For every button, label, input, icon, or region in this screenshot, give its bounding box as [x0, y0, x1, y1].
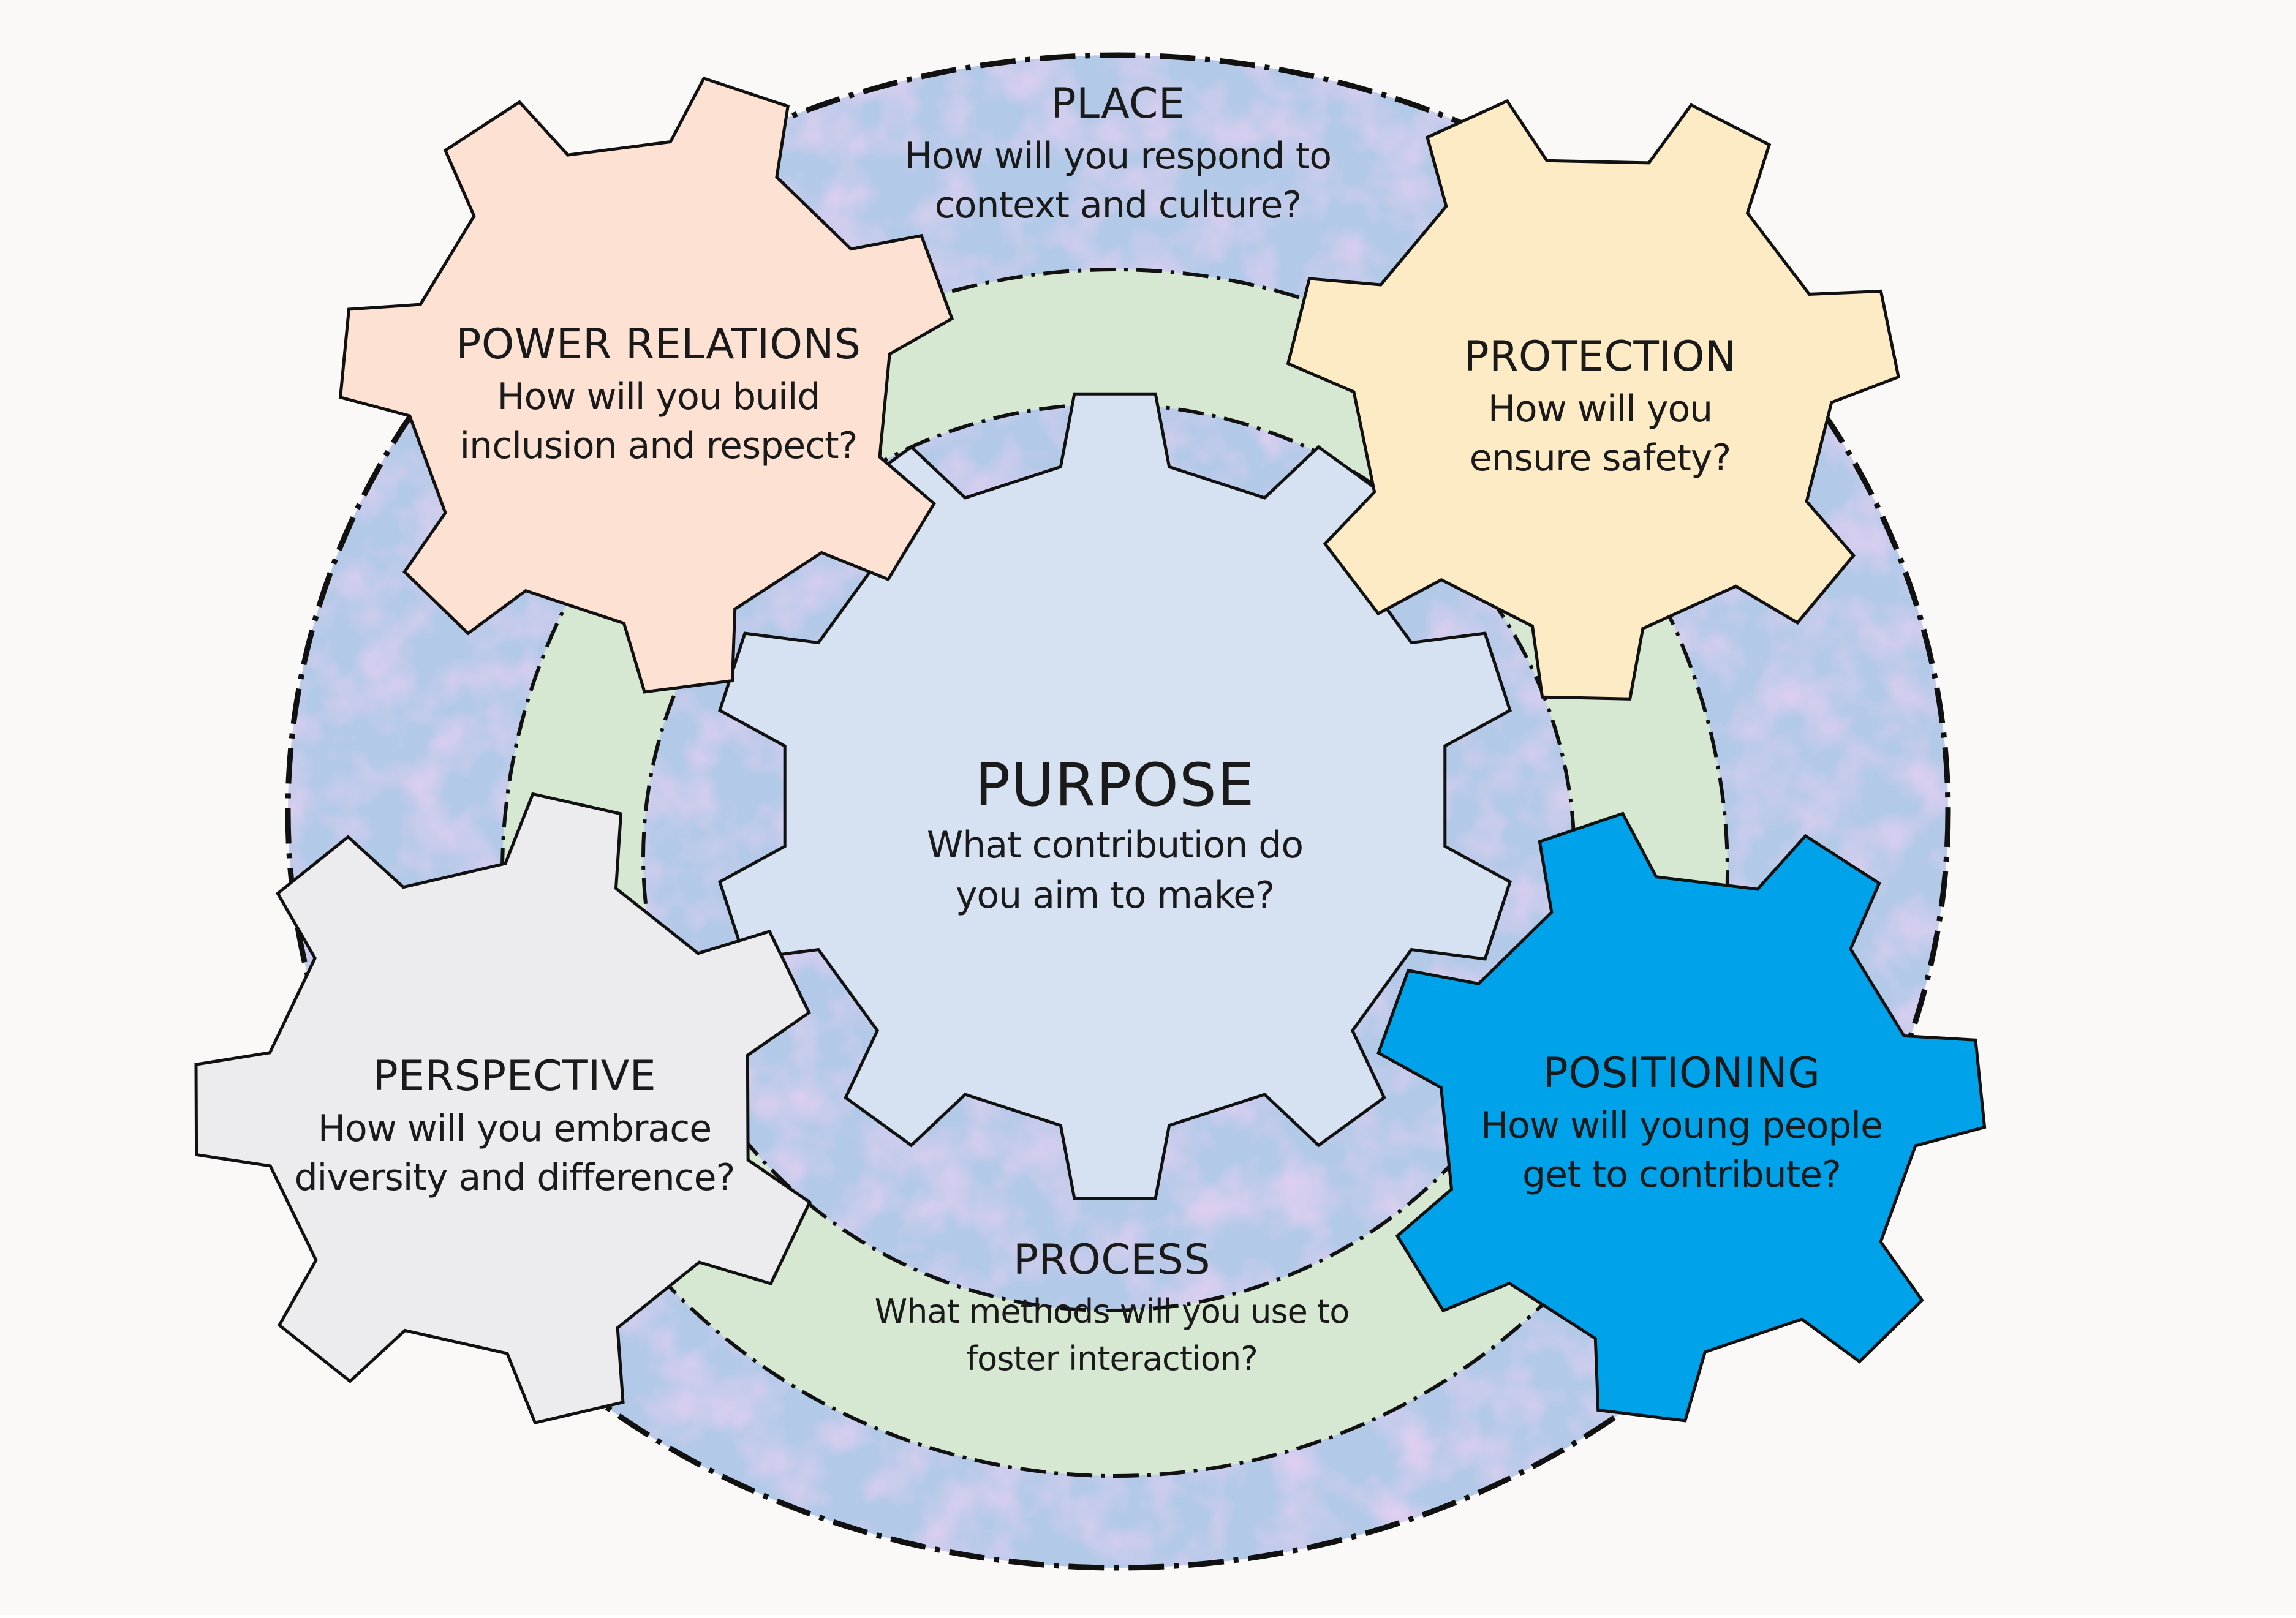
- place-question-line1: How will you respond to: [905, 135, 1331, 178]
- perspective-gear: [194, 792, 812, 1425]
- positioning-gear: [1376, 811, 1987, 1423]
- place-question-line2: context and culture?: [935, 184, 1302, 227]
- positioning-question-line2: get to contribute?: [1522, 1153, 1841, 1196]
- process-question-line1: What methods will you use to: [875, 1292, 1350, 1331]
- positioning-question-line1: How will young people: [1481, 1104, 1882, 1147]
- place-ring-outline: [285, 52, 1951, 1571]
- purpose-question-line1: What contribution do: [927, 824, 1303, 867]
- protection-title: PROTECTION: [1464, 333, 1737, 381]
- protection-gear: [1286, 99, 1900, 701]
- process-question-line2: foster interaction?: [966, 1339, 1258, 1378]
- positioning-title: POSITIONING: [1543, 1049, 1821, 1097]
- perspective-question-line1: How will you embrace: [318, 1107, 711, 1150]
- purpose-question-line2: you aim to make?: [956, 874, 1274, 917]
- power-relations-question-line1: How will you build: [497, 375, 820, 418]
- protection-question-line1: How will you: [1488, 388, 1712, 431]
- power-relations-gear: [338, 76, 954, 694]
- perspective-question-line2: diversity and difference?: [295, 1156, 735, 1199]
- place-title: PLACE: [1051, 80, 1185, 128]
- power-relations-title: POWER RELATIONS: [456, 320, 861, 369]
- perspective-title: PERSPECTIVE: [373, 1052, 656, 1101]
- power-relations-question-line2: inclusion and respect?: [460, 424, 858, 467]
- purpose-title: PURPOSE: [975, 751, 1255, 819]
- process-title: PROCESS: [1013, 1236, 1210, 1284]
- protection-question-line2: ensure safety?: [1470, 437, 1731, 480]
